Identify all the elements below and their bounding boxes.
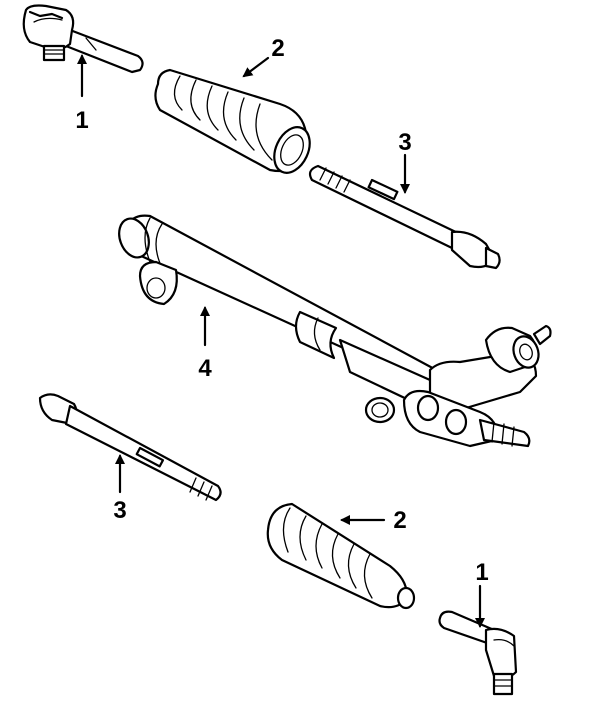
callout-2-top: 2	[271, 35, 284, 62]
callout-3-bottom: 3	[113, 497, 126, 524]
leader-lines	[77, 54, 485, 628]
callout-1-top: 1	[75, 107, 88, 134]
tie-rod-end-bottom-part	[438, 610, 518, 696]
leader-arrow-2-top	[242, 56, 270, 78]
callout-4: 4	[198, 355, 212, 382]
boot-bottom-part	[266, 502, 416, 610]
callout-1-bottom: 1	[475, 559, 488, 586]
rack-and-pinion-part	[118, 214, 552, 448]
callout-2-bottom: 2	[393, 507, 406, 534]
boot-top-part	[154, 68, 311, 174]
inner-tie-rod-bottom-part	[38, 393, 222, 502]
callout-3-top: 3	[398, 129, 411, 156]
tie-rod-end-top-part	[22, 4, 144, 74]
inner-tie-rod-top-part	[308, 164, 501, 270]
